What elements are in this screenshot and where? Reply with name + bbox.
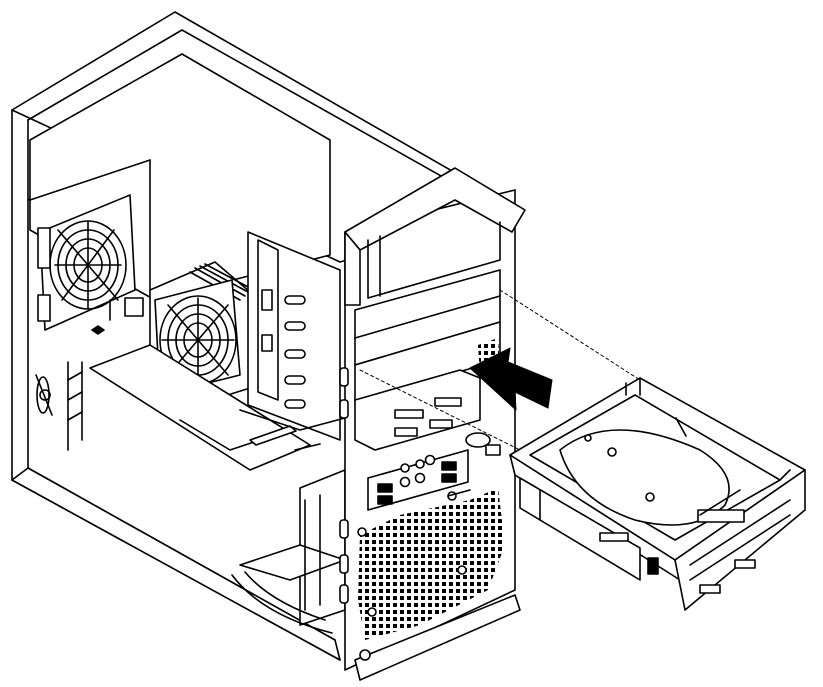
cage-slots bbox=[284, 295, 306, 409]
rear-latch-icon bbox=[35, 374, 53, 416]
mounting-holes bbox=[339, 367, 349, 604]
audio-jack-icon bbox=[399, 454, 436, 488]
expansion-card bbox=[89, 344, 321, 471]
bezel-foot bbox=[354, 594, 521, 681]
lower-drive-bay bbox=[231, 469, 346, 634]
motherboard-marks bbox=[91, 297, 144, 335]
bracket-rails bbox=[625, 377, 791, 481]
screw-icon bbox=[357, 489, 471, 617]
fan-icon bbox=[49, 220, 127, 310]
hard-disk-drive bbox=[529, 394, 781, 541]
expansion-slots bbox=[67, 361, 83, 451]
drive-cage bbox=[239, 231, 346, 441]
top-handle bbox=[344, 167, 526, 306]
bracket-front-slots bbox=[689, 499, 791, 594]
card-reader-drive-bracket bbox=[509, 377, 806, 611]
rear-fan bbox=[37, 194, 136, 331]
usb-port-icon bbox=[377, 461, 457, 505]
alignment-guides bbox=[359, 289, 641, 451]
insertion-arrow bbox=[469, 347, 553, 411]
card-reader-bay bbox=[354, 369, 491, 451]
front-io-panel bbox=[367, 449, 469, 511]
front-panel bbox=[339, 167, 526, 681]
